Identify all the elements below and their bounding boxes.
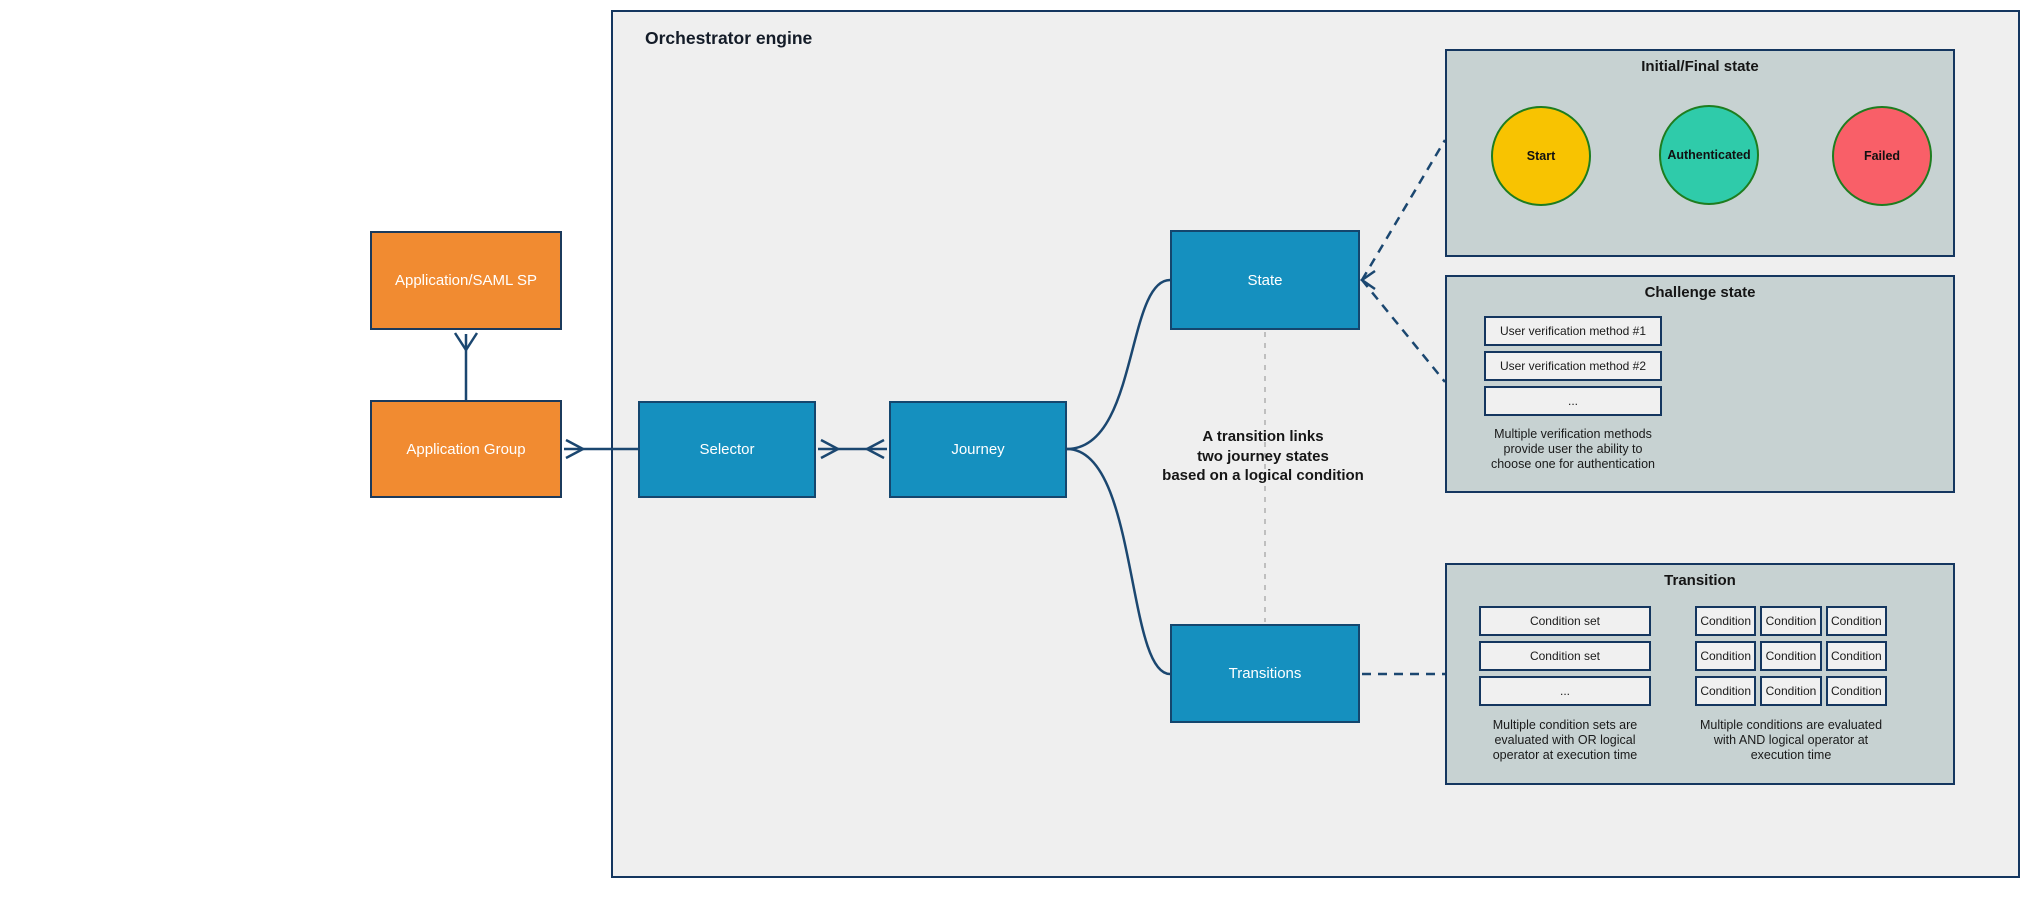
condition-cell: Condition xyxy=(1695,676,1757,706)
node-state: State xyxy=(1170,230,1360,330)
caption-line: Multiple conditions are evaluated xyxy=(1699,718,1883,732)
condition-set-row: ... xyxy=(1479,676,1651,706)
node-selector: Selector xyxy=(638,401,816,498)
state-circle-start: Start xyxy=(1491,106,1591,206)
annotation-line: two journey states xyxy=(1197,447,1329,465)
caption-line: with AND logical operator at xyxy=(1713,733,1869,747)
condition-cell: Condition xyxy=(1695,641,1757,671)
condition-grid-row: Condition Condition Condition xyxy=(1695,606,1887,636)
transition-or-caption: Multiple condition sets are evaluated wi… xyxy=(1455,718,1675,763)
orchestrator-engine-title: Orchestrator engine xyxy=(645,28,813,48)
condition-cell: Condition xyxy=(1760,676,1822,706)
panel-transition: Transition Condition set Condition set .… xyxy=(1445,563,1955,785)
challenge-caption: Multiple verification methods provide us… xyxy=(1463,427,1683,472)
annotation-line: A transition links xyxy=(1202,428,1324,445)
verification-method-row: ... xyxy=(1484,386,1662,416)
condition-grid-row: Condition Condition Condition xyxy=(1695,676,1887,706)
caption-line: evaluated with OR logical xyxy=(1494,733,1636,747)
caption-line: operator at execution time xyxy=(1492,748,1638,762)
condition-cell: Condition xyxy=(1760,606,1822,636)
node-journey: Journey xyxy=(889,401,1067,498)
node-transitions: Transitions xyxy=(1170,624,1360,723)
node-application-group: Application Group xyxy=(370,400,562,498)
condition-set-row: Condition set xyxy=(1479,641,1651,671)
panel-transition-title: Transition xyxy=(1664,572,1736,589)
condition-cell: Condition xyxy=(1825,641,1887,671)
state-circle-authenticated-label: Authenticated xyxy=(1667,148,1751,162)
caption-line: Multiple condition sets are xyxy=(1492,718,1638,732)
state-circle-authenticated: Authenticated xyxy=(1659,105,1759,205)
condition-cell: Condition xyxy=(1760,641,1822,671)
transition-annotation: A transition links two journey states ba… xyxy=(1093,427,1433,486)
caption-line: choose one for authentication xyxy=(1490,457,1655,471)
panel-challenge-title: Challenge state xyxy=(1644,284,1756,301)
condition-cell: Condition xyxy=(1825,676,1887,706)
connector-saml-to-group xyxy=(453,332,479,400)
condition-cell: Condition xyxy=(1695,606,1757,636)
condition-cell: Condition xyxy=(1825,606,1887,636)
annotation-line: based on a logical condition xyxy=(1162,467,1364,484)
state-circle-failed-label: Failed xyxy=(1863,149,1901,163)
condition-grid-row: Condition Condition Condition xyxy=(1695,641,1887,671)
panel-challenge-state: Challenge state User verification method… xyxy=(1445,275,1955,493)
verification-method-row: User verification method #1 xyxy=(1484,316,1662,346)
panel-initial-final-state: Initial/Final state Start Authenticated … xyxy=(1445,49,1955,257)
state-circle-failed: Failed xyxy=(1832,106,1932,206)
node-application-saml-sp: Application/SAML SP xyxy=(370,231,562,330)
state-circle-start-label: Start xyxy=(1526,149,1556,163)
condition-set-row: Condition set xyxy=(1479,606,1651,636)
caption-line: Multiple verification methods xyxy=(1494,427,1652,441)
panel-initial-final-title: Initial/Final state xyxy=(1641,58,1759,75)
transition-and-caption: Multiple conditions are evaluated with A… xyxy=(1675,718,1907,763)
caption-line: execution time xyxy=(1750,748,1832,762)
caption-line: provide user the ability to xyxy=(1503,442,1643,456)
verification-method-row: User verification method #2 xyxy=(1484,351,1662,381)
